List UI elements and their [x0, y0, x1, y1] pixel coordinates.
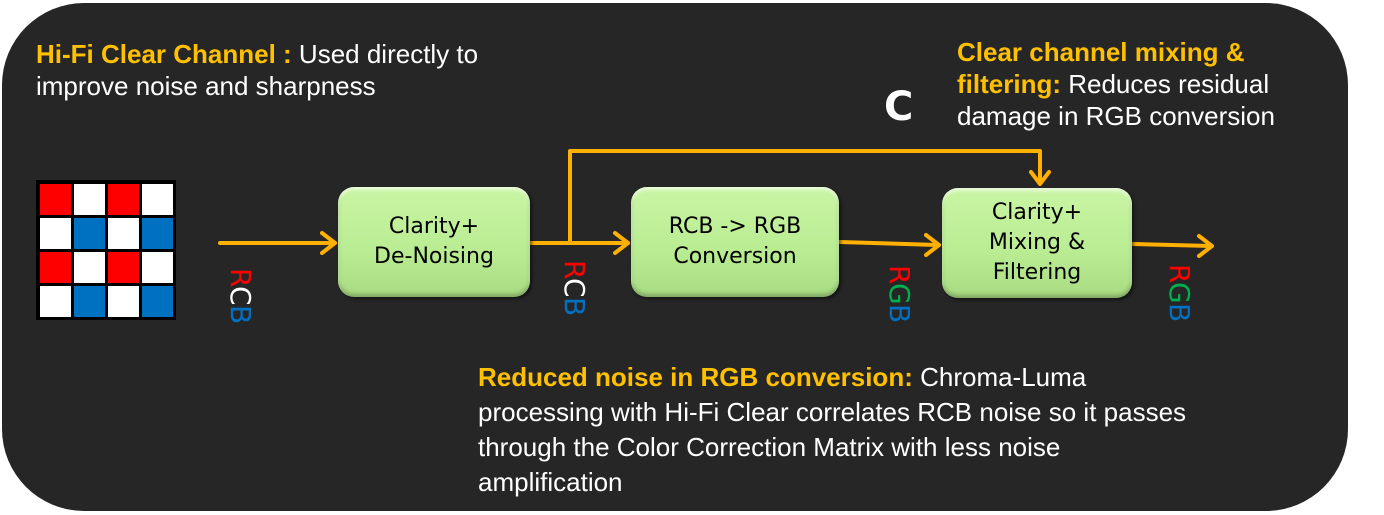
reduced-noise-note: Reduced noise in RGB conversion: Chroma-…: [478, 360, 1198, 500]
hifi-note-heading: Hi-Fi Clear Channel :: [36, 39, 292, 69]
bayer-cell-white: [108, 286, 139, 317]
clarity-mixing-filtering-block: Clarity+ Mixing & Filtering: [942, 188, 1132, 298]
hifi-note-text: Used directly to improve noise and sharp…: [36, 39, 479, 101]
block-line: Clarity+: [991, 200, 1083, 225]
signal-label-rgb-output: RGB: [1163, 264, 1196, 322]
channel-letter-b: B: [558, 297, 591, 316]
bayer-cell-blue: [74, 286, 105, 317]
bayer-cell-blue: [142, 218, 173, 249]
rcb-bayer-pattern: [36, 180, 176, 320]
channel-letter-b: B: [883, 304, 916, 323]
clear-channel-label: C: [884, 84, 914, 130]
channel-letter-r: R: [558, 260, 591, 279]
denoise-to-convert-head: [613, 231, 630, 255]
channel-letter-g: G: [883, 283, 916, 305]
mixing-note-heading: Clear channel mixing & filtering:: [957, 37, 1245, 99]
bayer-cell-white: [40, 218, 71, 249]
reduced-note-heading: Reduced noise in RGB conversion:: [478, 362, 913, 392]
clear-bypass-head: [1029, 170, 1051, 186]
channel-letter-c: C: [224, 286, 257, 306]
channel-letter-r: R: [883, 265, 916, 284]
channel-letter-b: B: [1163, 303, 1196, 322]
input-arrow-head: [320, 231, 337, 255]
signal-label-rcb-denoised: RCB: [558, 260, 591, 316]
clear-channel-mixing-note: Clear channel mixing & filtering: Reduce…: [957, 36, 1337, 132]
signal-label-rgb-converted: RGB: [883, 265, 916, 323]
channel-letter-g: G: [1163, 282, 1196, 304]
block-line: Mixing &: [988, 230, 1086, 255]
block-line: RCB -> RGB: [668, 214, 802, 239]
convert-to-mix-line: [838, 240, 940, 247]
bayer-cell-white: [74, 184, 105, 215]
bayer-cell-white: [108, 218, 139, 249]
clarity-denoising-block: Clarity+ De-Noising: [338, 187, 530, 297]
bayer-cell-red: [40, 184, 71, 215]
output-arrow-head: [1197, 234, 1214, 258]
hifi-clear-channel-note: Hi-Fi Clear Channel : Used directly to i…: [36, 38, 556, 102]
bayer-cell-white: [142, 252, 173, 283]
channel-letter-c: C: [558, 278, 591, 298]
channel-letter-r: R: [224, 268, 257, 287]
bayer-cell-blue: [74, 218, 105, 249]
bayer-cell-white: [74, 252, 105, 283]
signal-label-rcb-input: RCB: [224, 268, 257, 324]
channel-letter-r: R: [1163, 264, 1196, 283]
bayer-cell-red: [40, 252, 71, 283]
block-line: Clarity+: [388, 214, 480, 239]
block-line: Filtering: [992, 260, 1082, 285]
block-line: De-Noising: [374, 244, 494, 269]
bayer-cell-blue: [142, 286, 173, 317]
channel-letter-b: B: [224, 305, 257, 324]
rcb-rgb-conversion-block: RCB -> RGB Conversion: [631, 187, 839, 297]
clear-bypass-line: [568, 149, 1042, 245]
convert-to-mix-head: [924, 233, 941, 257]
bayer-cell-white: [142, 184, 173, 215]
bayer-cell-red: [108, 252, 139, 283]
mixing-note-text: Reduces residual damage in RGB conversio…: [957, 69, 1275, 131]
output-arrow-line: [1131, 242, 1213, 248]
bayer-cell-red: [108, 184, 139, 215]
bayer-cell-white: [40, 286, 71, 317]
block-line: Conversion: [673, 244, 797, 269]
reduced-note-text: Chroma-Luma processing with Hi-Fi Clear …: [478, 362, 1187, 497]
